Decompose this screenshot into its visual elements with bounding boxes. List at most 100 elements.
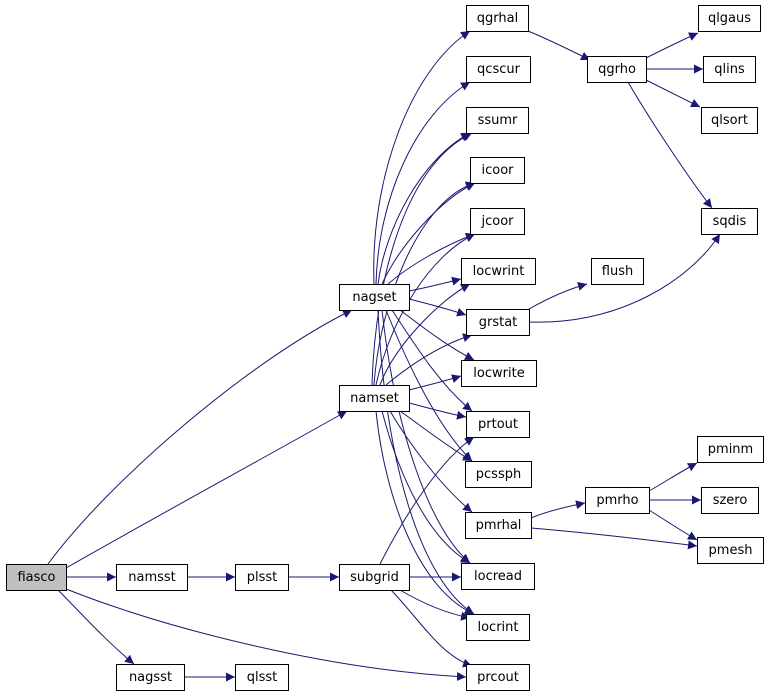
node-qcscur[interactable]: qcscur: [466, 56, 531, 83]
node-box-locwrint[interactable]: [461, 258, 536, 285]
node-box-qlsort[interactable]: [701, 107, 758, 134]
node-label-qgrhal: qgrhal: [477, 11, 518, 26]
node-label-qlgaus: qlgaus: [708, 11, 751, 26]
node-box-pminm[interactable]: [697, 436, 764, 463]
node-box-subgrid[interactable]: [339, 564, 410, 591]
node-box-fiasco[interactable]: [6, 564, 67, 591]
node-box-qgrhal[interactable]: [466, 5, 529, 32]
node-box-qgrho[interactable]: [587, 56, 647, 83]
node-flush[interactable]: flush: [591, 258, 644, 285]
node-qlgaus[interactable]: qlgaus: [698, 5, 761, 32]
node-box-nagsst[interactable]: [116, 664, 185, 691]
node-pcssph[interactable]: pcssph: [465, 461, 532, 488]
node-box-szero[interactable]: [701, 487, 759, 514]
node-sqdis[interactable]: sqdis: [701, 208, 758, 235]
edge-subgrid-to-prcout: [390, 589, 473, 668]
edge-pmrho-to-pminm: [648, 462, 698, 492]
node-box-flush[interactable]: [591, 258, 644, 285]
node-label-pminm: pminm: [708, 442, 753, 457]
edge-pmrhal-to-pmesh: [530, 527, 698, 550]
edge-namset-to-locwrint: [379, 283, 471, 386]
edge-nagset-to-ssumr: [377, 132, 471, 285]
edge-nagset-to-prtout: [391, 309, 473, 412]
node-label-locwrint: locwrint: [473, 264, 525, 279]
node-locread[interactable]: locread: [461, 563, 535, 590]
node-box-pcssph[interactable]: [465, 461, 532, 488]
node-label-qgrho: qgrho: [598, 62, 636, 77]
edge-namset-to-grstat: [385, 333, 473, 386]
node-nagsst[interactable]: nagsst: [116, 664, 185, 691]
edge-subgrid-to-locrint: [399, 589, 471, 621]
node-box-plsst[interactable]: [235, 564, 289, 591]
node-plsst[interactable]: plsst: [235, 564, 289, 591]
nodes-layer: fiasco namsst plsst subgrid nagsst qlsst nagse…: [6, 5, 764, 691]
edge-nagset-to-qgrhal: [373, 30, 471, 285]
node-box-nagset[interactable]: [339, 284, 410, 311]
node-icoor[interactable]: icoor: [470, 157, 525, 184]
node-namset[interactable]: namset: [339, 385, 410, 412]
node-qlins[interactable]: qlins: [703, 56, 756, 83]
node-pmrhal[interactable]: pmrhal: [465, 512, 532, 539]
node-label-qlsst: qlsst: [247, 670, 278, 685]
node-box-qlgaus[interactable]: [698, 5, 761, 32]
node-locrint[interactable]: locrint: [466, 614, 530, 641]
edge-grstat-to-flush: [528, 282, 588, 310]
node-box-prcout[interactable]: [466, 664, 530, 691]
node-box-icoor[interactable]: [470, 157, 525, 184]
node-qlsort[interactable]: qlsort: [701, 107, 758, 134]
node-box-locread[interactable]: [461, 563, 535, 590]
edge-nagset-to-locrint: [377, 309, 475, 615]
node-box-qlsst[interactable]: [235, 664, 289, 691]
node-box-ssumr[interactable]: [466, 107, 529, 134]
node-label-fiasco: fiasco: [17, 570, 55, 585]
node-namsst[interactable]: namsst: [116, 564, 188, 591]
node-box-prtout[interactable]: [466, 411, 530, 438]
node-box-sqdis[interactable]: [701, 208, 758, 235]
node-label-qlsort: qlsort: [711, 113, 748, 128]
node-qgrhal[interactable]: qgrhal: [466, 5, 529, 32]
node-box-namset[interactable]: [339, 385, 410, 412]
edge-nagset-to-locread: [381, 309, 471, 564]
node-pmrho[interactable]: pmrho: [585, 487, 650, 514]
edge-grstat-to-sqdis: [528, 233, 721, 323]
node-box-locrint[interactable]: [466, 614, 530, 641]
node-subgrid[interactable]: subgrid: [339, 564, 410, 591]
node-qgrho[interactable]: qgrho: [587, 56, 647, 83]
node-label-plsst: plsst: [247, 570, 278, 585]
edge-namset-to-pcssph: [399, 410, 473, 462]
node-label-icoor: icoor: [481, 163, 514, 178]
node-box-namsst[interactable]: [116, 564, 188, 591]
node-fiasco[interactable]: fiasco: [6, 564, 67, 591]
node-box-qlins[interactable]: [703, 56, 756, 83]
node-label-jcoor: jcoor: [480, 214, 514, 229]
node-box-qcscur[interactable]: [466, 56, 531, 83]
edge-nagset-to-qcscur: [375, 81, 471, 285]
node-qlsst[interactable]: qlsst: [235, 664, 289, 691]
node-prcout[interactable]: prcout: [466, 664, 530, 691]
edge-pmrho-to-pmesh: [648, 509, 698, 541]
node-box-pmrhal[interactable]: [465, 512, 532, 539]
node-box-pmrho[interactable]: [585, 487, 650, 514]
edge-namset-to-locread: [381, 410, 471, 564]
node-pmesh[interactable]: pmesh: [697, 537, 764, 564]
node-label-nagset: nagset: [352, 290, 396, 305]
node-prtout[interactable]: prtout: [466, 411, 530, 438]
node-grstat[interactable]: grstat: [466, 309, 530, 336]
node-locwrint[interactable]: locwrint: [461, 258, 536, 285]
node-ssumr[interactable]: ssumr: [466, 107, 529, 134]
node-nagset[interactable]: nagset: [339, 284, 410, 311]
edge-nagset-to-pcssph: [385, 309, 473, 462]
node-box-grstat[interactable]: [466, 309, 530, 336]
node-locwrite[interactable]: locwrite: [461, 360, 537, 387]
node-szero[interactable]: szero: [701, 487, 759, 514]
node-pminm[interactable]: pminm: [697, 436, 764, 463]
node-label-namset: namset: [350, 391, 399, 406]
node-jcoor[interactable]: jcoor: [470, 208, 525, 235]
node-box-locwrite[interactable]: [461, 360, 537, 387]
node-label-szero: szero: [713, 493, 748, 508]
node-box-jcoor[interactable]: [470, 208, 525, 235]
node-box-pmesh[interactable]: [697, 537, 764, 564]
edge-nagset-to-locwrint: [408, 276, 462, 292]
node-label-locwrite: locwrite: [473, 366, 524, 381]
